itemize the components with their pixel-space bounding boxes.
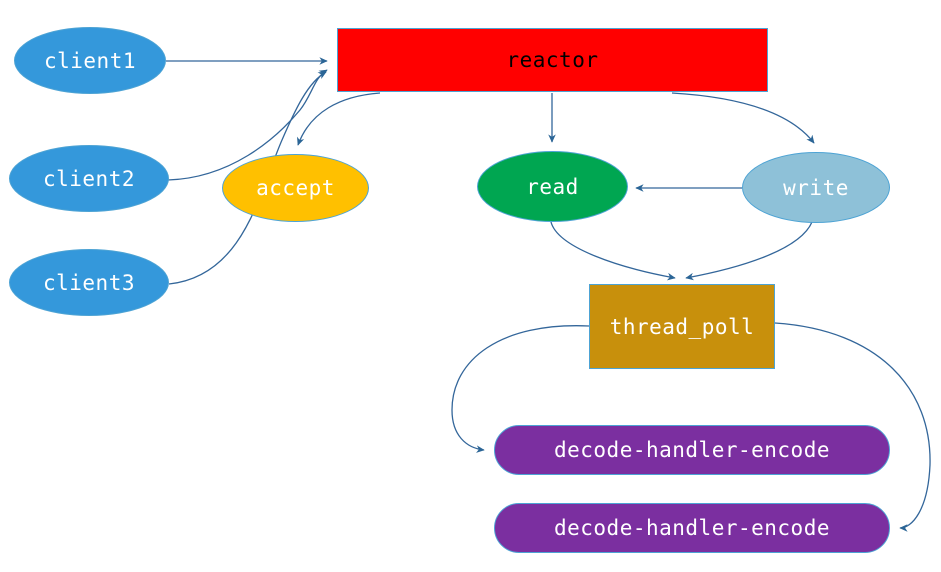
node-label-client2: client2 — [42, 166, 135, 191]
node-write[interactable]: write — [742, 152, 890, 223]
node-label-reactor: reactor — [506, 48, 599, 72]
node-client2[interactable]: client2 — [9, 145, 169, 212]
node-handler2[interactable]: decode-handler-encode — [494, 503, 890, 553]
node-label-thread_poll: thread_poll — [609, 314, 755, 339]
edge-reactor-accept — [297, 92, 381, 146]
node-reactor[interactable]: reactor — [337, 28, 768, 92]
node-client1[interactable]: client1 — [14, 27, 166, 94]
edge-thread_poll-handler2 — [774, 322, 931, 532]
node-label-accept: accept — [256, 176, 335, 200]
node-client3[interactable]: client3 — [9, 249, 169, 316]
node-label-read: read — [526, 174, 579, 199]
edge-reactor-write — [671, 92, 815, 144]
node-label-client1: client1 — [43, 48, 136, 73]
edge-write-thread_poll — [685, 221, 813, 281]
node-thread_poll[interactable]: thread_poll — [589, 284, 775, 369]
node-label-write: write — [783, 175, 849, 200]
node-label-handler1: decode-handler-encode — [553, 438, 830, 462]
node-handler1[interactable]: decode-handler-encode — [494, 425, 890, 475]
node-label-client3: client3 — [42, 270, 135, 295]
edge-read-thread_poll — [550, 221, 676, 281]
node-read[interactable]: read — [477, 151, 628, 222]
edge-thread_poll-handler1 — [451, 325, 590, 453]
node-label-handler2: decode-handler-encode — [553, 516, 830, 540]
node-accept[interactable]: accept — [222, 154, 369, 222]
